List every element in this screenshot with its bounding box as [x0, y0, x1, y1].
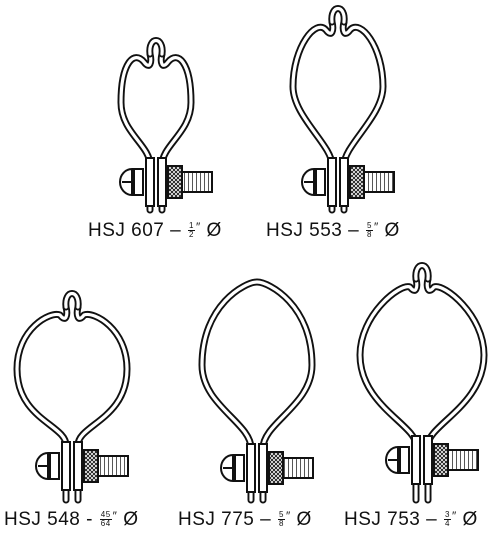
- clamp-loop-core: [414, 263, 430, 281]
- clamp-hsj-553: [289, 5, 395, 214]
- diameter-symbol: Ø: [384, 220, 400, 241]
- model-number: HSJ 607: [88, 220, 165, 241]
- clamp-leg: [339, 157, 349, 207]
- clamp-leg: [145, 157, 155, 207]
- clamp-wire-core: [200, 280, 314, 502]
- clamp-leg: [258, 443, 268, 493]
- clamp-leg: [411, 435, 421, 485]
- nut: [349, 165, 365, 199]
- clamp-loop-core: [330, 6, 346, 24]
- washer: [399, 446, 410, 474]
- clamp-leg: [61, 441, 71, 491]
- clamp-hsj-753: [356, 262, 488, 504]
- screw-thread: [282, 457, 314, 479]
- nut: [433, 443, 449, 477]
- clamp-leg: [246, 443, 256, 493]
- diameter-symbol: Ø: [123, 509, 139, 530]
- washer: [49, 452, 60, 480]
- model-number: HSJ 548: [4, 509, 81, 530]
- clamp-leg: [423, 435, 433, 485]
- clamp-wire-core: [15, 305, 129, 502]
- screw-thread: [447, 449, 479, 471]
- clamp-wire-core: [358, 277, 486, 502]
- clamp-leg: [157, 157, 167, 207]
- clamp-hsj-775: [198, 278, 316, 504]
- screw-thread: [97, 455, 129, 477]
- clamp-loop-core: [64, 291, 80, 309]
- clamp-loop-core: [148, 38, 164, 56]
- diameter-symbol: Ø: [206, 220, 222, 241]
- washer: [234, 454, 245, 482]
- model-number: HSJ 553: [266, 220, 343, 241]
- clamp-hsj-607: [117, 37, 213, 214]
- nut: [167, 165, 183, 199]
- screw-thread: [181, 171, 213, 193]
- clamp-leg: [327, 157, 337, 207]
- washer: [133, 168, 144, 196]
- clamp-leg: [73, 441, 83, 491]
- nut: [268, 451, 284, 485]
- model-number: HSJ 753: [344, 509, 421, 530]
- clamp-wire-core: [291, 20, 385, 212]
- diameter-symbol: Ø: [462, 509, 478, 530]
- screw-thread: [363, 171, 395, 193]
- model-number: HSJ 775: [178, 509, 255, 530]
- clamp-hsj-548: [13, 290, 131, 504]
- washer: [315, 168, 326, 196]
- clamp-wire-core: [119, 52, 193, 212]
- nut: [83, 449, 99, 483]
- diameter-symbol: Ø: [296, 509, 312, 530]
